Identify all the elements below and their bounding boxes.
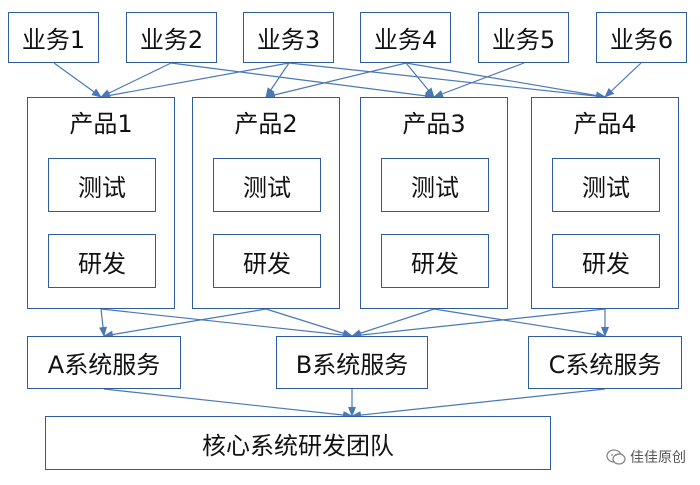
business-box-1: 业务1 <box>8 12 99 63</box>
test-box: 测试 <box>48 158 156 212</box>
dev-box: 研发 <box>48 234 156 288</box>
business-label: 业务4 <box>373 26 438 54</box>
business-box-6: 业务6 <box>596 12 687 63</box>
service-label: A系统服务 <box>47 351 161 379</box>
connector-arrow <box>265 62 407 99</box>
business-label: 业务5 <box>491 26 556 54</box>
connector-arrow <box>103 388 353 420</box>
business-label: 业务3 <box>256 26 321 54</box>
connector-arrow <box>100 308 353 340</box>
product-title: 产品4 <box>573 110 637 138</box>
dev-box: 研发 <box>552 234 660 288</box>
watermark: 佳佳原创 <box>606 447 686 467</box>
product-box-2: 产品2 测试 研发 <box>192 97 340 309</box>
business-label: 业务6 <box>609 26 674 54</box>
service-box-c: C系统服务 <box>528 336 682 389</box>
business-box-2: 业务2 <box>126 12 217 63</box>
wechat-icon <box>606 449 626 465</box>
test-box: 测试 <box>381 158 489 212</box>
connector-arrow <box>405 62 606 100</box>
test-box: 测试 <box>213 158 321 212</box>
service-label: B系统服务 <box>295 351 409 379</box>
product-title: 产品1 <box>69 110 133 138</box>
connector-arrow <box>351 308 606 340</box>
service-box-b: B系统服务 <box>276 336 428 389</box>
service-box-a: A系统服务 <box>27 336 181 389</box>
business-label: 业务1 <box>21 26 86 54</box>
dev-box: 研发 <box>213 234 321 288</box>
watermark-text: 佳佳原创 <box>630 450 686 466</box>
connector-arrow <box>170 62 435 100</box>
core-team-label: 核心系统研发团队 <box>202 431 394 460</box>
connector-arrow <box>351 308 435 337</box>
connector-arrow <box>433 308 606 339</box>
business-box-3: 业务3 <box>243 12 334 63</box>
product-box-4: 产品4 测试 研发 <box>531 97 679 309</box>
core-team-box: 核心系统研发团队 <box>45 416 551 470</box>
connector-arrow <box>100 62 290 100</box>
connector-arrow <box>100 62 172 98</box>
product-box-3: 产品3 测试 研发 <box>360 97 508 309</box>
connector-arrow <box>288 62 606 101</box>
business-box-5: 业务5 <box>478 12 569 63</box>
connector-arrow <box>53 62 102 98</box>
connector-arrow <box>351 388 606 420</box>
connector-arrow <box>433 62 525 98</box>
product-title: 产品3 <box>402 110 466 138</box>
product-title: 产品2 <box>234 110 298 138</box>
connector-arrow <box>99 308 107 337</box>
dev-box: 研发 <box>381 234 489 288</box>
business-label: 业务2 <box>139 26 204 54</box>
test-box: 测试 <box>552 158 660 212</box>
business-box-4: 业务4 <box>360 12 451 63</box>
connector-arrow <box>265 308 353 338</box>
service-label: C系统服务 <box>548 351 662 379</box>
product-box-1: 产品1 测试 研发 <box>27 97 175 309</box>
connector-arrow <box>405 62 435 98</box>
connector-arrow <box>604 62 642 98</box>
connector-arrow <box>103 308 267 339</box>
